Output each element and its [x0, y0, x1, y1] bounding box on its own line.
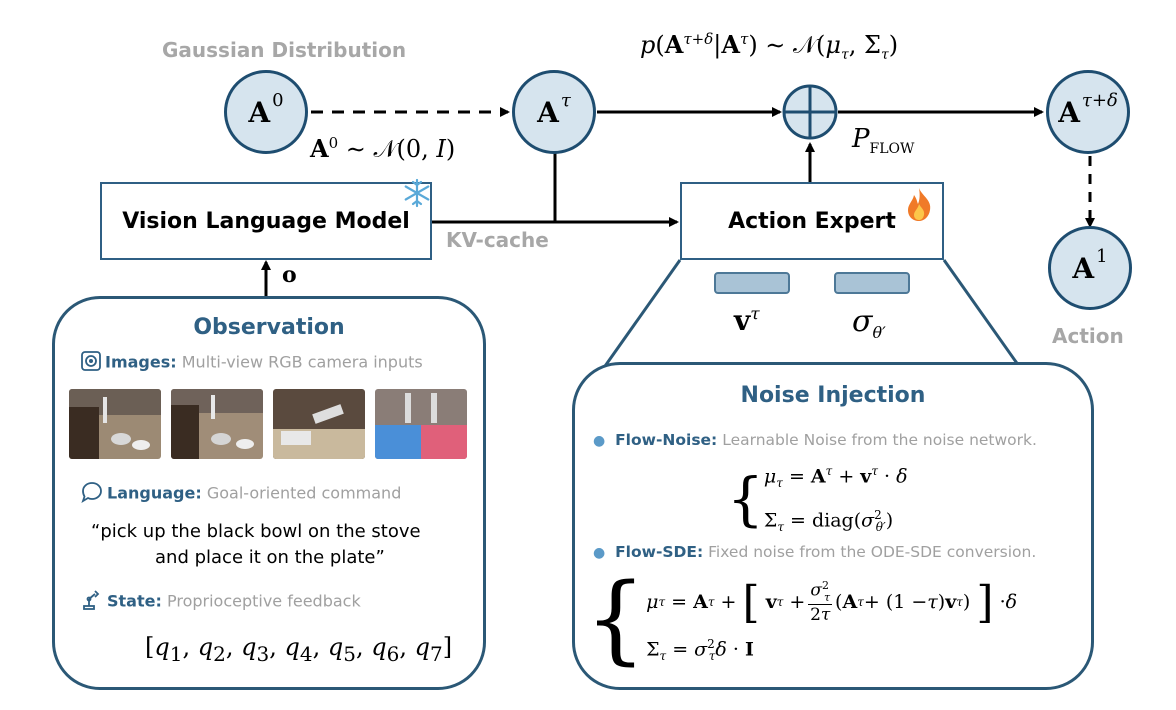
v-tau-label: vτ: [734, 304, 760, 337]
flow-noise-equations: { μτ = Aτ + vτ · δ Στ = diag(σ2θ′): [727, 464, 908, 535]
flow-noise-row: ● Flow-Noise: Learnable Noise from the n…: [593, 431, 1037, 449]
images-key: Images:: [105, 352, 177, 372]
vlm-label: Vision Language Model: [122, 208, 410, 234]
language-desc: Goal-oriented command: [206, 483, 402, 503]
camera-thumb-2: [171, 389, 263, 459]
flow-sde-row: ● Flow-SDE: Fixed noise from the ODE-SDE…: [593, 543, 1037, 561]
quote-line-2: and place it on the plate”: [155, 547, 385, 568]
speech-bubble-icon: [81, 481, 103, 507]
flow-sde-desc: Fixed noise from the ODE-SDE conversion.: [708, 543, 1037, 561]
action-label: Action: [1052, 324, 1124, 348]
language-row: Language: Goal-oriented command: [81, 481, 401, 507]
sigma-pill: [834, 272, 910, 294]
state-row: State: Proprioceptive feedback: [81, 589, 361, 615]
observation-panel: Observation Images: Multi-view RGB camer…: [52, 296, 486, 690]
sigma-theta-label: σθ′: [852, 304, 886, 342]
a0-dist-formula: A0 ∼ 𝒩(0, I): [310, 134, 456, 163]
robot-arm-icon: [81, 589, 103, 615]
action-expert-box: Action Expert: [680, 182, 944, 260]
camera-thumb-4: [375, 389, 467, 459]
images-row: Images: Multi-view RGB camera inputs: [81, 351, 423, 375]
gaussian-label: Gaussian Distribution: [162, 38, 407, 62]
vlm-box: Vision Language Model: [100, 182, 432, 260]
v-tau-pill: [714, 272, 790, 294]
flow-sde-key: Flow-SDE:: [615, 543, 704, 561]
flow-noise-key: Flow-Noise:: [615, 431, 718, 449]
obs-input-label: o: [282, 262, 297, 288]
camera-thumb-3: [273, 389, 365, 459]
quote-line-1: “pick up the black bowl on the stove: [91, 521, 421, 542]
flame-icon: [904, 186, 934, 226]
noise-injection-panel: Noise Injection ● Flow-Noise: Learnable …: [572, 362, 1094, 690]
p-flow-label: PFLOW: [852, 124, 915, 158]
top-formula: p(Aτ+δ|Aτ) ∼ 𝒩(μτ, Στ): [640, 30, 899, 63]
flow-noise-desc: Learnable Noise from the noise network.: [722, 431, 1037, 449]
state-desc: Proprioceptive feedback: [166, 591, 361, 611]
state-key: State:: [107, 591, 162, 611]
state-vector: [q1, q2, q3, q4, q5, q6, q7]: [145, 633, 453, 666]
language-key: Language:: [107, 483, 202, 503]
camera-thumb-1: [69, 389, 161, 459]
images-desc: Multi-view RGB camera inputs: [181, 352, 423, 372]
kv-cache-label: KV-cache: [446, 228, 549, 252]
camera-icon: [81, 351, 101, 375]
snowflake-icon: [402, 178, 432, 212]
observation-title: Observation: [193, 315, 345, 340]
action-expert-label: Action Expert: [728, 208, 896, 234]
noise-injection-title: Noise Injection: [740, 383, 926, 408]
